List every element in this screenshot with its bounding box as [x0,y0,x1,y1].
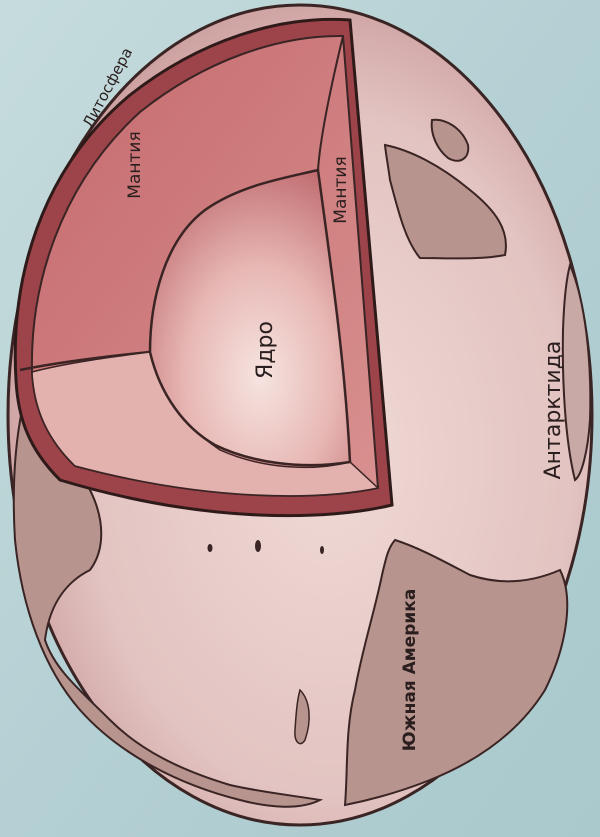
label-mantle-outer: Мантия [125,131,145,198]
label-south-america: Южная Америка [400,589,420,752]
label-antarctica: Антарктида [541,341,566,480]
globe: Ядро Мантия Мантия Литосфера Антарктида … [8,5,592,825]
label-mantle-inner: Мантия [331,156,351,223]
island-dot-1 [255,540,261,552]
island-dot-3 [320,546,324,554]
label-core: Ядро [253,321,278,379]
island-dot-2 [208,544,213,552]
